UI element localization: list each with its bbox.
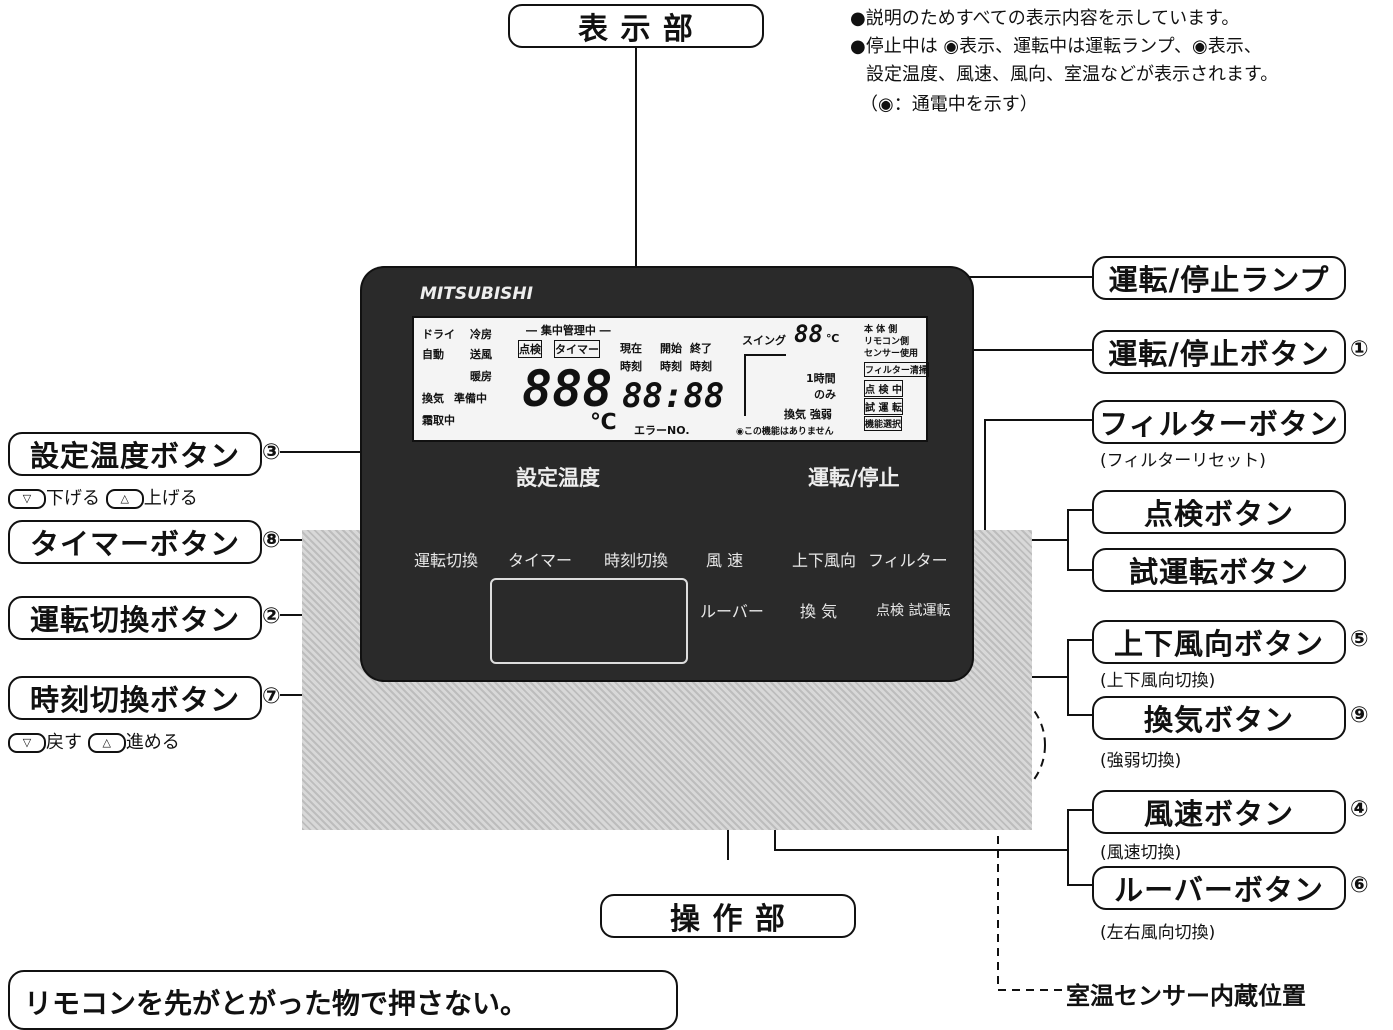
triangle-up-icon-2: △: [87, 733, 126, 753]
lcd-no-function: ◉この機能はありません: [736, 427, 834, 437]
lcd-error: エラーNO.: [634, 424, 690, 437]
lcd-central: ― 集中管理中 ―: [526, 324, 611, 337]
lcd-mode-dry: ドライ: [422, 328, 455, 341]
lcd-one-hour: 1時間: [806, 372, 836, 385]
vent-button-callout: 換気ボタン: [1092, 696, 1346, 740]
temp-down-up-hint: ▽下げる △上げる: [8, 484, 198, 510]
clock-down-up-hint: ▽戻す △進める: [8, 728, 180, 754]
updown-button-callout: 上下風向ボタン: [1092, 620, 1346, 664]
fan-button-sub: (風速切換): [1100, 843, 1182, 863]
lcd-mode-auto: 自動: [422, 348, 444, 361]
run-button-number: ①: [1350, 337, 1369, 362]
lcd-vent-strength: 換気 強弱: [784, 408, 832, 421]
sensor-position-label: 室温センサー内蔵位置: [1066, 982, 1306, 1010]
clock-updown-buttons[interactable]: [490, 578, 688, 664]
updown-button-number: ⑤: [1350, 627, 1369, 652]
triangle-up-icon: △: [105, 489, 144, 509]
note-line-3: 設定温度、風速、風向、室温などが表示されます。: [866, 64, 1279, 85]
lcd-sensor-use: センサー使用: [864, 349, 919, 359]
temp-button-number: ③: [262, 440, 281, 465]
filter-button[interactable]: フィルター: [868, 551, 948, 570]
temp-set-button[interactable]: 設定温度: [516, 466, 600, 490]
lcd-time-1: 時刻: [620, 360, 642, 373]
lcd-filter-reset: フィルター清掃: [864, 362, 929, 377]
run-button-callout: 運転/停止ボタン: [1092, 330, 1346, 374]
louver-button-sub: (左右風向切換): [1100, 923, 1216, 943]
lcd-trial: 試 運 転: [864, 398, 903, 415]
note-line-4: （◉：通電中を示す）: [860, 94, 1038, 115]
lcd-mode-cool: 冷房: [470, 328, 492, 341]
lcd-remote-side: リモコン側: [864, 337, 910, 347]
temp-button-callout: 設定温度ボタン: [8, 432, 262, 476]
fan-button-number: ④: [1350, 797, 1369, 822]
check-button-callout: 点検ボタン: [1092, 490, 1346, 534]
lcd-end: 終了: [690, 342, 712, 355]
mode-button-number: ②: [262, 604, 281, 629]
filter-button-sub: (フィルターリセット): [1100, 451, 1266, 471]
lcd-timer-tag: タイマー: [554, 340, 600, 358]
lcd-defrost: 霜取中: [422, 414, 455, 427]
updown-button-sub: (上下風向切換): [1100, 671, 1216, 691]
lcd-swing-unit: ℃: [826, 332, 840, 345]
louver-icon: [744, 354, 786, 416]
louver-button-number: ⑥: [1350, 873, 1369, 898]
vent-button-sub: (強弱切換): [1100, 751, 1182, 771]
mode-button-callout: 運転切換ボタン: [8, 596, 262, 640]
run-lamp-callout: 運転/停止ランプ: [1092, 256, 1346, 300]
lcd-now: 現在: [620, 342, 642, 355]
timer-button[interactable]: タイマー: [508, 551, 573, 570]
onoff-button[interactable]: 運転/停止: [808, 466, 900, 490]
operation-section-label: 操 作 部: [600, 894, 856, 938]
fan-speed-button[interactable]: 風 速: [706, 551, 744, 570]
filter-button-callout: フィルターボタン: [1092, 400, 1346, 444]
check-trial-buttons[interactable]: 点検 試運転: [876, 603, 951, 619]
mode-button[interactable]: 運転切換: [414, 551, 479, 570]
lcd-mode-heat: 暖房: [470, 370, 492, 383]
lcd-prep: 準備中: [454, 392, 487, 405]
lcd-check-tag: 点検: [518, 340, 542, 358]
clock-button-number: ⑦: [262, 684, 281, 709]
vent-button[interactable]: 換 気: [800, 602, 838, 621]
vent-button-number: ⑨: [1350, 703, 1369, 728]
lcd-temp-unit: ℃: [590, 410, 617, 435]
lcd-only: のみ: [814, 388, 836, 401]
lcd-time-2: 時刻: [660, 360, 682, 373]
lcd-body-side: 本 体 側: [864, 325, 898, 335]
lcd-swing: スイング: [742, 334, 786, 347]
lcd-func-select: 機能選択: [864, 416, 903, 431]
triangle-down-icon-2: ▽: [8, 733, 46, 753]
timer-button-number: ⑧: [262, 528, 281, 553]
triangle-down-icon: ▽: [8, 489, 46, 509]
lcd-clock-digits: 88:88: [622, 376, 725, 416]
lcd-checking: 点 検 中: [864, 380, 903, 397]
lcd-temp-digits: 888: [522, 360, 613, 418]
warning-box: リモコンを先がとがった物で押さない。: [8, 970, 678, 1030]
louver-button[interactable]: ルーバー: [700, 602, 764, 621]
timer-button-callout: タイマーボタン: [8, 520, 262, 564]
louver-button-callout: ルーバーボタン: [1092, 866, 1346, 910]
fan-button-callout: 風速ボタン: [1092, 790, 1346, 834]
lcd-start: 開始: [660, 342, 682, 355]
brand-logo: MITSUBISHI: [420, 284, 533, 304]
lcd-swing-digits: 88: [794, 320, 823, 348]
trial-button-callout: 試運転ボタン: [1092, 548, 1346, 592]
lcd-mode-fan: 送風: [470, 348, 492, 361]
clock-button-callout: 時刻切換ボタン: [8, 676, 262, 720]
lcd-display: ドライ 冷房 自動 送風 暖房 換気 準備中 霜取中 ― 集中管理中 ― 点検 …: [412, 316, 929, 442]
note-line-2: ●停止中は ◉表示、運転中は運転ランプ、◉表示、: [850, 36, 1262, 57]
display-section-label: 表 示 部: [508, 4, 764, 48]
lcd-vent: 換気: [422, 392, 444, 405]
updown-button[interactable]: 上下風向: [792, 551, 857, 570]
clock-button[interactable]: 時刻切換: [604, 551, 669, 570]
lcd-time-3: 時刻: [690, 360, 712, 373]
note-line-1: ●説明のためすべての表示内容を示しています。: [850, 8, 1240, 29]
